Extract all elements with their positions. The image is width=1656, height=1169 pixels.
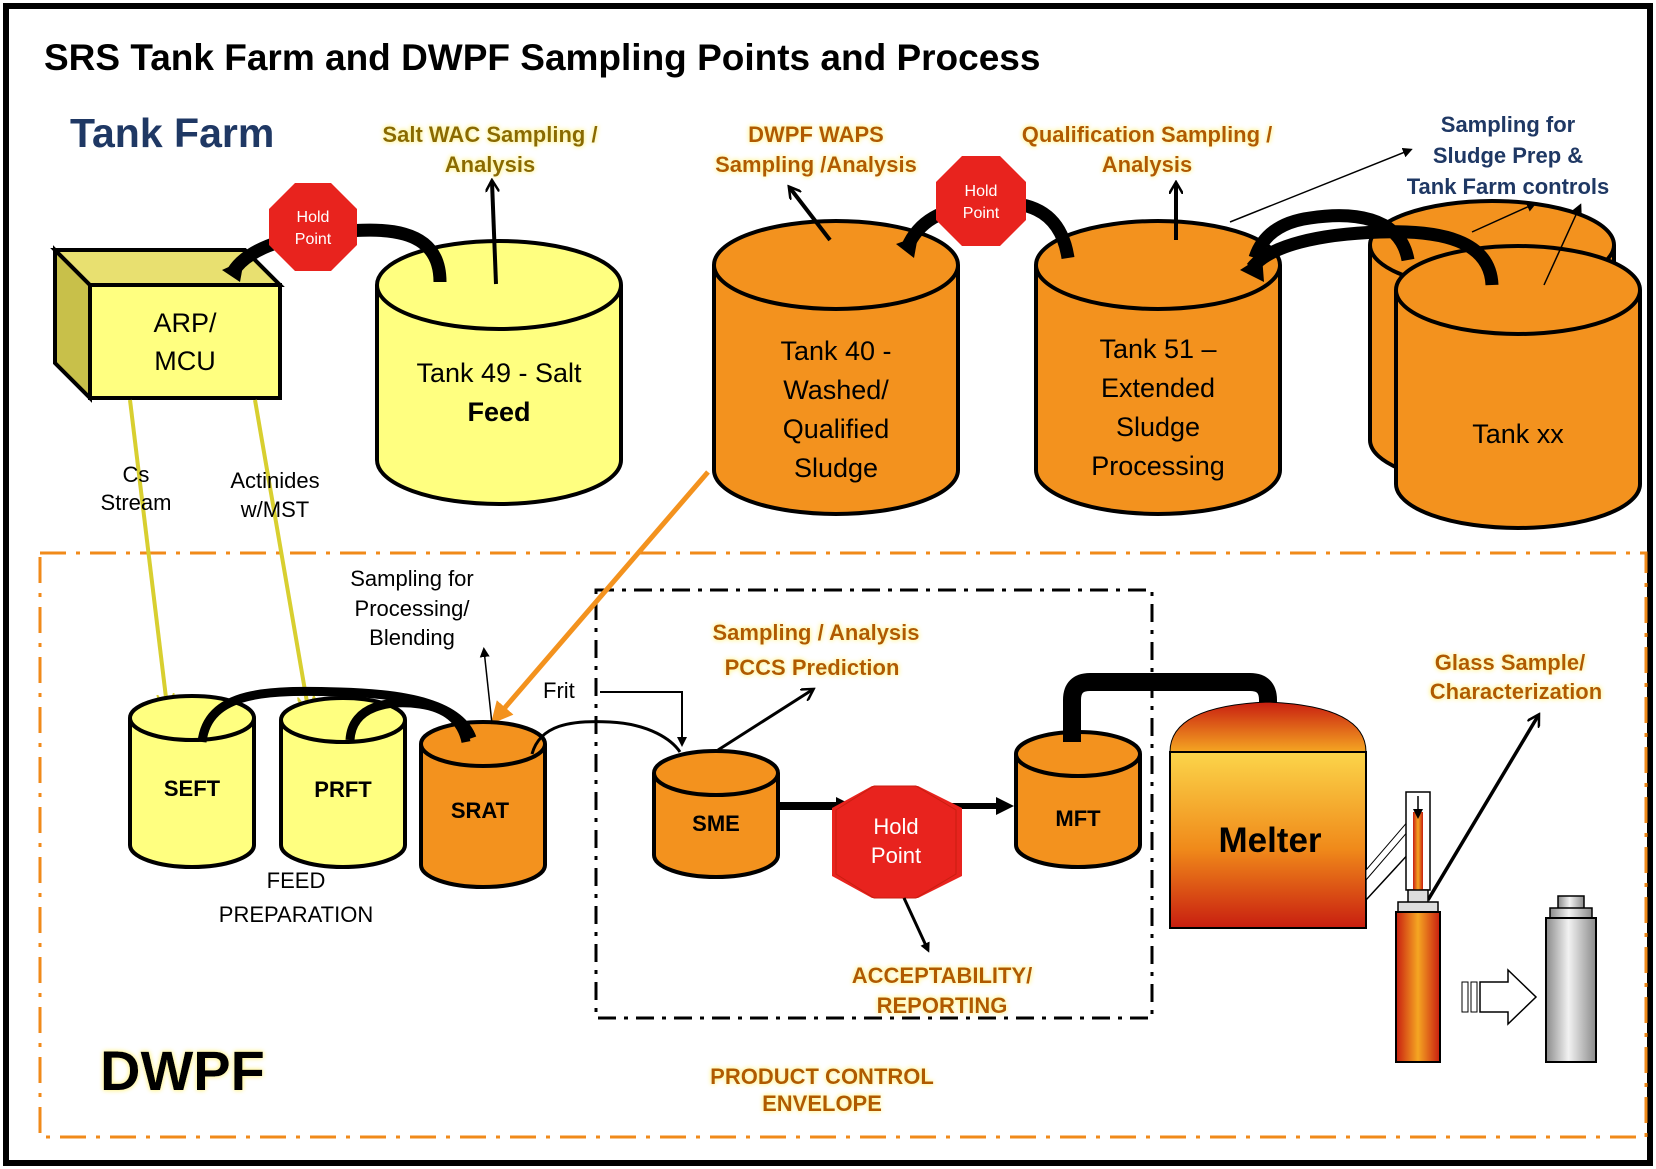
hold-point-dwpf-line-2: Point [871,843,921,868]
sme-tank: SME [652,749,780,879]
arrow-sludge-prep-2 [1471,202,1537,233]
tank-40: Tank 40 - Washed/ Qualified Sludge [712,219,960,516]
acceptability-label-1: ACCEPTABILITY/ [852,963,1032,988]
sme-label: SME [692,811,740,836]
sludge-prep-label-3: Tank Farm controls [1407,174,1610,199]
sampling-analysis-label-1: Sampling / Analysis [712,620,919,645]
hold-point-tank49-line-2: Point [295,231,332,248]
product-control-label-2: ENVELOPE [762,1091,882,1116]
pipe-tank49-to-arp-head [222,260,244,282]
arrow-sme-sampling [717,690,812,752]
tank-51-label-4: Processing [1091,451,1225,481]
hold-point-tank51: Hold Point [936,156,1026,246]
arrow-salt-wac [492,182,496,285]
move-arrow [1461,968,1538,1026]
tank-xx: Tank xx [1394,244,1642,530]
frit-label: Frit [543,678,575,703]
srat-tank: SRAT [419,720,547,889]
actinides-arrow [253,399,308,708]
glass-sample-label-2: Characterization [1430,679,1602,704]
product-control-envelope [594,588,1154,1020]
seft-label: SEFT [164,776,221,801]
dwpf-waps-label-1: DWPF WAPS [748,122,884,147]
arrow-glass-sample [1426,716,1538,901]
mft-label: MFT [1055,806,1101,831]
salt-wac-label-1: Salt WAC Sampling / [382,122,597,147]
tank-xx-label: Tank xx [1472,419,1564,449]
prft-label: PRFT [314,777,372,802]
arp-mcu-box: ARP/ MCU [50,245,285,403]
hold-point-tank51-line-1: Hold [965,183,998,200]
tank40-to-srat-arrow [490,470,710,725]
hold-point-tank49-line-1: Hold [297,209,330,226]
hold-point-tank51-line-2: Point [963,205,1000,222]
tank-49-label-2: Feed [467,397,530,427]
pipe-tankxx-to-tank51-head [1240,256,1264,282]
tank-40-label-3: Qualified [783,414,890,444]
actinides-label-1: Actinides [230,468,319,493]
arrow-hold-to-acceptability [902,897,930,953]
prft-tank: PRFT [279,696,407,869]
hold-point-tank49: Hold Point [269,183,357,271]
seft-tank: SEFT [128,694,256,869]
melter-label: Melter [1218,821,1321,860]
arp-mcu-label-2: MCU [154,346,216,376]
tank-49: Tank 49 - Salt Feed [375,239,623,506]
pipe-tank51-to-tank40-head [896,236,918,258]
srat-label: SRAT [451,798,510,823]
qualification-label-2: Analysis [1102,152,1193,177]
pipe-mft-to-melter [1063,673,1277,742]
pipe-tankxx-to-tank51 [1246,225,1499,286]
arp-mcu-label-1: ARP/ [153,308,217,338]
hold-point-dwpf: Hold Point [832,785,962,899]
tank-51-label-2: Extended [1101,373,1215,403]
steel-canister [1545,895,1597,1063]
tank-40-label-2: Washed/ [783,375,889,405]
tank-51-label-1: Tank 51 – [1099,334,1216,364]
cs-stream-label-2: Stream [101,490,172,515]
product-control-label-1: PRODUCT CONTROL [710,1064,934,1089]
melter: Melter [1169,701,1367,929]
cs-stream-arrow [128,399,167,706]
pipe-tankxx-back-to-tank51 [1248,209,1415,262]
outer-frame [3,3,1653,1166]
actinides-label-2: w/MST [240,497,309,522]
sampling-processing-label-2: Processing/ [355,596,471,621]
mft-tank: MFT [1014,730,1142,869]
sludge-prep-label-2: Sludge Prep & [1433,143,1583,168]
feed-preparation-label-1: FEED [267,868,326,893]
acceptability-label-2: REPORTING [877,993,1008,1018]
feed-preparation-label-2: PREPARATION [219,902,373,927]
sampling-analysis-label-2: PCCS Prediction [725,655,900,680]
hold-point-dwpf-line-1: Hold [873,814,918,839]
pipe-srat-to-sme [530,720,682,755]
arrow-sludge-prep-3 [1543,203,1582,286]
qualification-label-1: Qualification Sampling / [1022,122,1273,147]
arrow-srat-sampling [479,647,493,725]
tank-51: Tank 51 – Extended Sludge Processing [1034,219,1282,516]
arrow-dwpf-waps [790,188,832,242]
sampling-processing-label-1: Sampling for [350,566,474,591]
dwpf-heading: DWPF [100,1039,265,1102]
glass-sample-label-1: Glass Sample/ [1435,650,1585,675]
dwpf-envelope [38,551,1648,1139]
tank-farm-heading: Tank Farm [70,110,274,156]
glass-canister [1395,889,1441,1063]
page-title: SRS Tank Farm and DWPF Sampling Points a… [44,37,1040,78]
tank-51-label-3: Sludge [1116,412,1200,442]
tank-40-label-4: Sludge [794,453,878,483]
pour-spout [1365,791,1431,902]
salt-wac-label-2: Analysis [445,152,536,177]
dwpf-waps-label-2: Sampling /Analysis [715,152,917,177]
sampling-processing-label-3: Blending [369,625,455,650]
pipe-prft-to-srat [345,698,471,744]
sludge-prep-label-1: Sampling for [1441,112,1576,137]
cs-stream-label-1: Cs [123,462,150,487]
arrow-sludge-prep-1 [1229,147,1413,223]
tank-49-label-1: Tank 49 - Salt [416,358,582,388]
frit-arrow [600,691,687,747]
tank-40-label-1: Tank 40 - [780,336,891,366]
